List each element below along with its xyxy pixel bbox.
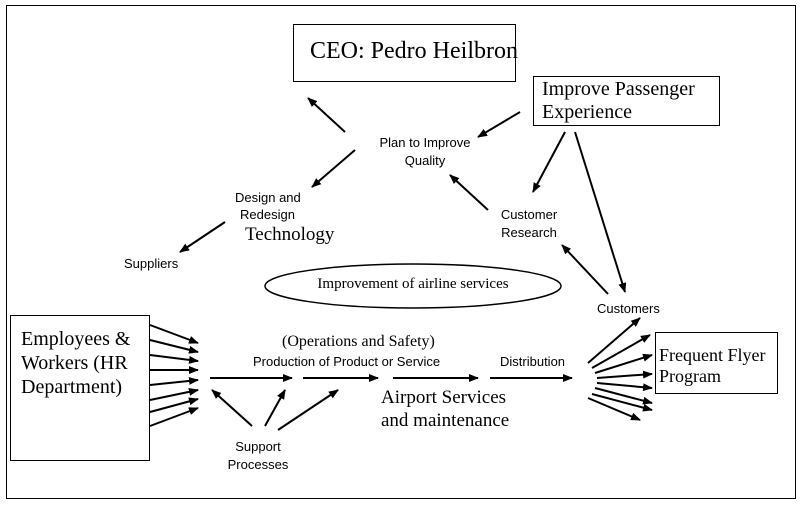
plan-line2: Quality: [404, 153, 446, 168]
employees-box: Employees & Workers (HR Department): [10, 315, 150, 461]
arrow-support-1: [211, 389, 253, 427]
ceo-box: CEO: Pedro Heilbron: [293, 24, 518, 82]
arrow-out-4: [596, 370, 653, 379]
ffp-line2: Program: [659, 366, 721, 386]
ceo-label: CEO: Pedro Heilbron: [310, 38, 518, 64]
design-line3: Technology: [245, 224, 335, 245]
arrow-employees-5: [149, 376, 199, 386]
arrow-employees-1: [149, 324, 199, 344]
research-line1: Customer: [500, 207, 558, 222]
suppliers-label: Suppliers: [124, 256, 179, 271]
arrow-research-to-plan: [449, 174, 489, 211]
employees-line2: Workers (HR: [21, 352, 128, 374]
arrow-improve-to-plan: [477, 111, 521, 138]
plan-line1: Plan to Improve: [379, 135, 471, 150]
arrow-out-7: [591, 393, 653, 412]
support-label: Support Processes: [218, 438, 298, 474]
arrow-employees-7: [149, 397, 199, 413]
arrow-out-1: [587, 317, 641, 364]
research-line2: Research: [501, 225, 557, 240]
arrow-customers-to-research: [561, 244, 609, 295]
improve-passenger-box: Improve Passenger Experience: [533, 76, 720, 126]
arrow-employees-2: [149, 339, 199, 354]
improvement-ellipse-label: Improvement of airline services: [317, 276, 509, 292]
arrow-support-2: [264, 389, 286, 427]
employees-line3: Department): [21, 376, 123, 398]
ffp-line1: Frequent Flyer: [659, 345, 766, 365]
arrow-employees-3: [149, 354, 199, 364]
improvement-ellipse-shape: [264, 263, 562, 309]
design-line1: Design and: [235, 190, 301, 205]
frequent-flyer-box: Frequent Flyer Program: [655, 332, 778, 394]
diagram-frame: [6, 5, 796, 499]
arrow-employees-8: [149, 407, 199, 427]
arrow-design-to-suppliers: [179, 221, 226, 253]
operations-label: (Operations and Safety): [282, 333, 435, 350]
arrow-out-8: [587, 397, 641, 421]
airport-line2: and maintenance: [381, 410, 510, 431]
improve-line2: Experience: [542, 101, 632, 123]
support-line1: Support: [235, 439, 281, 454]
arrow-out-5: [596, 382, 653, 392]
customer-research-label: Customer Research: [484, 206, 574, 242]
customers-label: Customers: [597, 301, 660, 316]
arrow-support-3: [277, 389, 339, 431]
arrow-employees-6: [149, 387, 199, 401]
arrow-improve-to-research: [532, 131, 566, 193]
airport-line1: Airport Services: [381, 387, 507, 408]
support-line2: Processes: [227, 457, 289, 472]
distribution-label: Distribution: [500, 354, 566, 369]
arrow-out-3: [594, 353, 653, 374]
arrow-plan-to-design: [311, 149, 356, 188]
employees-line1: Employees &: [21, 328, 131, 350]
design-line2: Redesign: [240, 207, 295, 222]
arrow-out-6: [594, 387, 653, 405]
arrow-out-2: [591, 334, 651, 369]
production-label: Production of Product or Service: [253, 354, 441, 369]
arrow-improve-to-customers: [574, 131, 627, 293]
improve-line1: Improve Passenger: [542, 78, 695, 100]
plan-label: Plan to Improve Quality: [365, 134, 485, 170]
arrow-plan-to-ceo: [307, 97, 346, 133]
